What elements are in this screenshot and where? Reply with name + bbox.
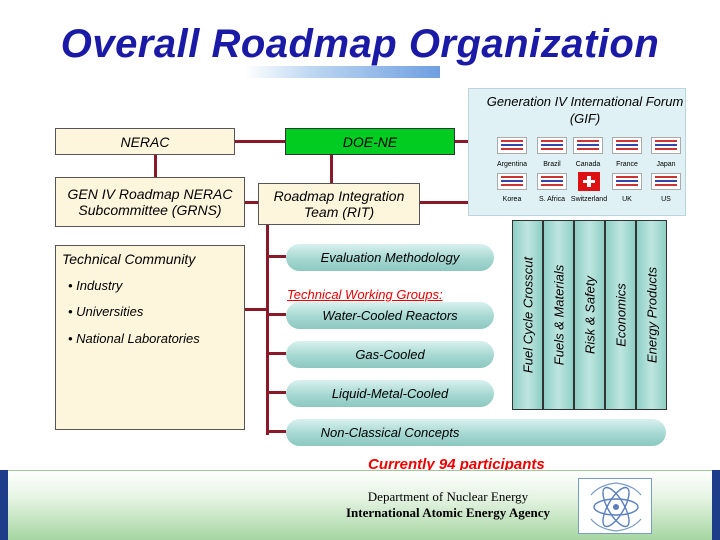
connector-nerac-doe — [235, 140, 285, 143]
working-group-liquid-metal: Liquid-Metal-Cooled — [286, 380, 494, 407]
nerac-box: NERAC — [55, 128, 235, 155]
connector-tc-groups — [244, 308, 268, 311]
technical-community-box — [55, 245, 245, 430]
grns-label: GEN IV Roadmap NERAC Subcommittee (GRNS) — [67, 186, 233, 218]
page-title: Overall Roadmap Organization — [60, 22, 660, 66]
flag-brazil — [537, 137, 567, 154]
footer-right-edge — [712, 470, 720, 540]
crosscut-risk-safety: Risk & Safety — [574, 220, 605, 410]
working-group-water-cooled: Water-Cooled Reactors — [286, 302, 494, 329]
footer-department: Department of Nuclear Energy — [367, 489, 529, 504]
country-label: Brazil — [543, 161, 561, 168]
working-groups-heading: Technical Working Groups: — [287, 287, 443, 302]
gif-title: Generation IV International Forum (GIF) — [486, 94, 684, 126]
working-group-gas-cooled: Gas-Cooled — [286, 341, 494, 368]
rit-box: Roadmap Integration Team (RIT) — [258, 183, 420, 225]
doe-ne-box: DOE-NE — [285, 128, 455, 155]
flag-switzerland — [578, 172, 600, 191]
country-label: Switzerland — [570, 196, 608, 203]
country-label: Korea — [502, 196, 522, 203]
country-label: Argentina — [497, 161, 527, 168]
crosscut-economics: Economics — [605, 220, 636, 410]
evaluation-methodology-box: Evaluation Methodology — [286, 244, 494, 271]
flag-argentina — [497, 137, 527, 154]
connector-doe-rit — [330, 153, 333, 183]
connector-rit-down — [266, 225, 269, 435]
country-label: Canada — [575, 161, 601, 168]
connector-branch-eval — [266, 255, 286, 258]
grns-box: GEN IV Roadmap NERAC Subcommittee (GRNS) — [55, 177, 245, 227]
iaea-logo — [578, 478, 652, 534]
country-label: France — [616, 161, 638, 168]
connector-doe-gif — [455, 140, 469, 143]
flag-korea — [497, 173, 527, 190]
doe-ne-label: DOE-NE — [342, 133, 398, 150]
technical-community-heading: Technical Community — [62, 251, 196, 267]
flag-france — [612, 137, 642, 154]
nerac-label: NERAC — [120, 133, 170, 150]
connector-branch-gas — [266, 352, 286, 355]
crosscut-fuels-materials: Fuels & Materials — [543, 220, 574, 410]
connector-nerac-grns — [154, 153, 157, 179]
footer-agency: International Atomic Energy Agency — [345, 505, 550, 520]
title-underline-bar — [245, 66, 440, 78]
flag-japan — [651, 137, 681, 154]
country-label: UK — [622, 196, 632, 203]
participants-count: Currently 94 participants — [368, 456, 545, 473]
footer-left-edge — [0, 470, 8, 540]
connector-grns-rit — [245, 201, 260, 204]
connector-rit-gif — [420, 201, 470, 204]
flag-south-africa — [537, 173, 567, 190]
connector-branch-water — [266, 313, 286, 316]
crosscut-fuel-cycle: Fuel Cycle Crosscut — [512, 220, 543, 410]
country-label: Japan — [656, 161, 676, 168]
country-label: S. Africa — [538, 196, 566, 203]
community-item-industry: • Industry — [68, 278, 123, 293]
community-item-national-labs: • National Laboratories — [68, 331, 200, 346]
rit-label: Roadmap Integration Team (RIT) — [273, 188, 405, 220]
crosscut-energy-products: Energy Products — [636, 220, 667, 410]
evaluation-methodology-label: Evaluation Methodology — [320, 250, 460, 265]
working-group-non-classical: Non-Classical Concepts — [286, 419, 666, 446]
flag-us — [651, 173, 681, 190]
connector-branch-nonclassical — [266, 430, 286, 433]
country-label: US — [661, 196, 671, 203]
connector-branch-liquid — [266, 391, 286, 394]
community-item-universities: • Universities — [68, 304, 144, 319]
flag-uk — [612, 173, 642, 190]
flag-canada — [573, 137, 603, 154]
